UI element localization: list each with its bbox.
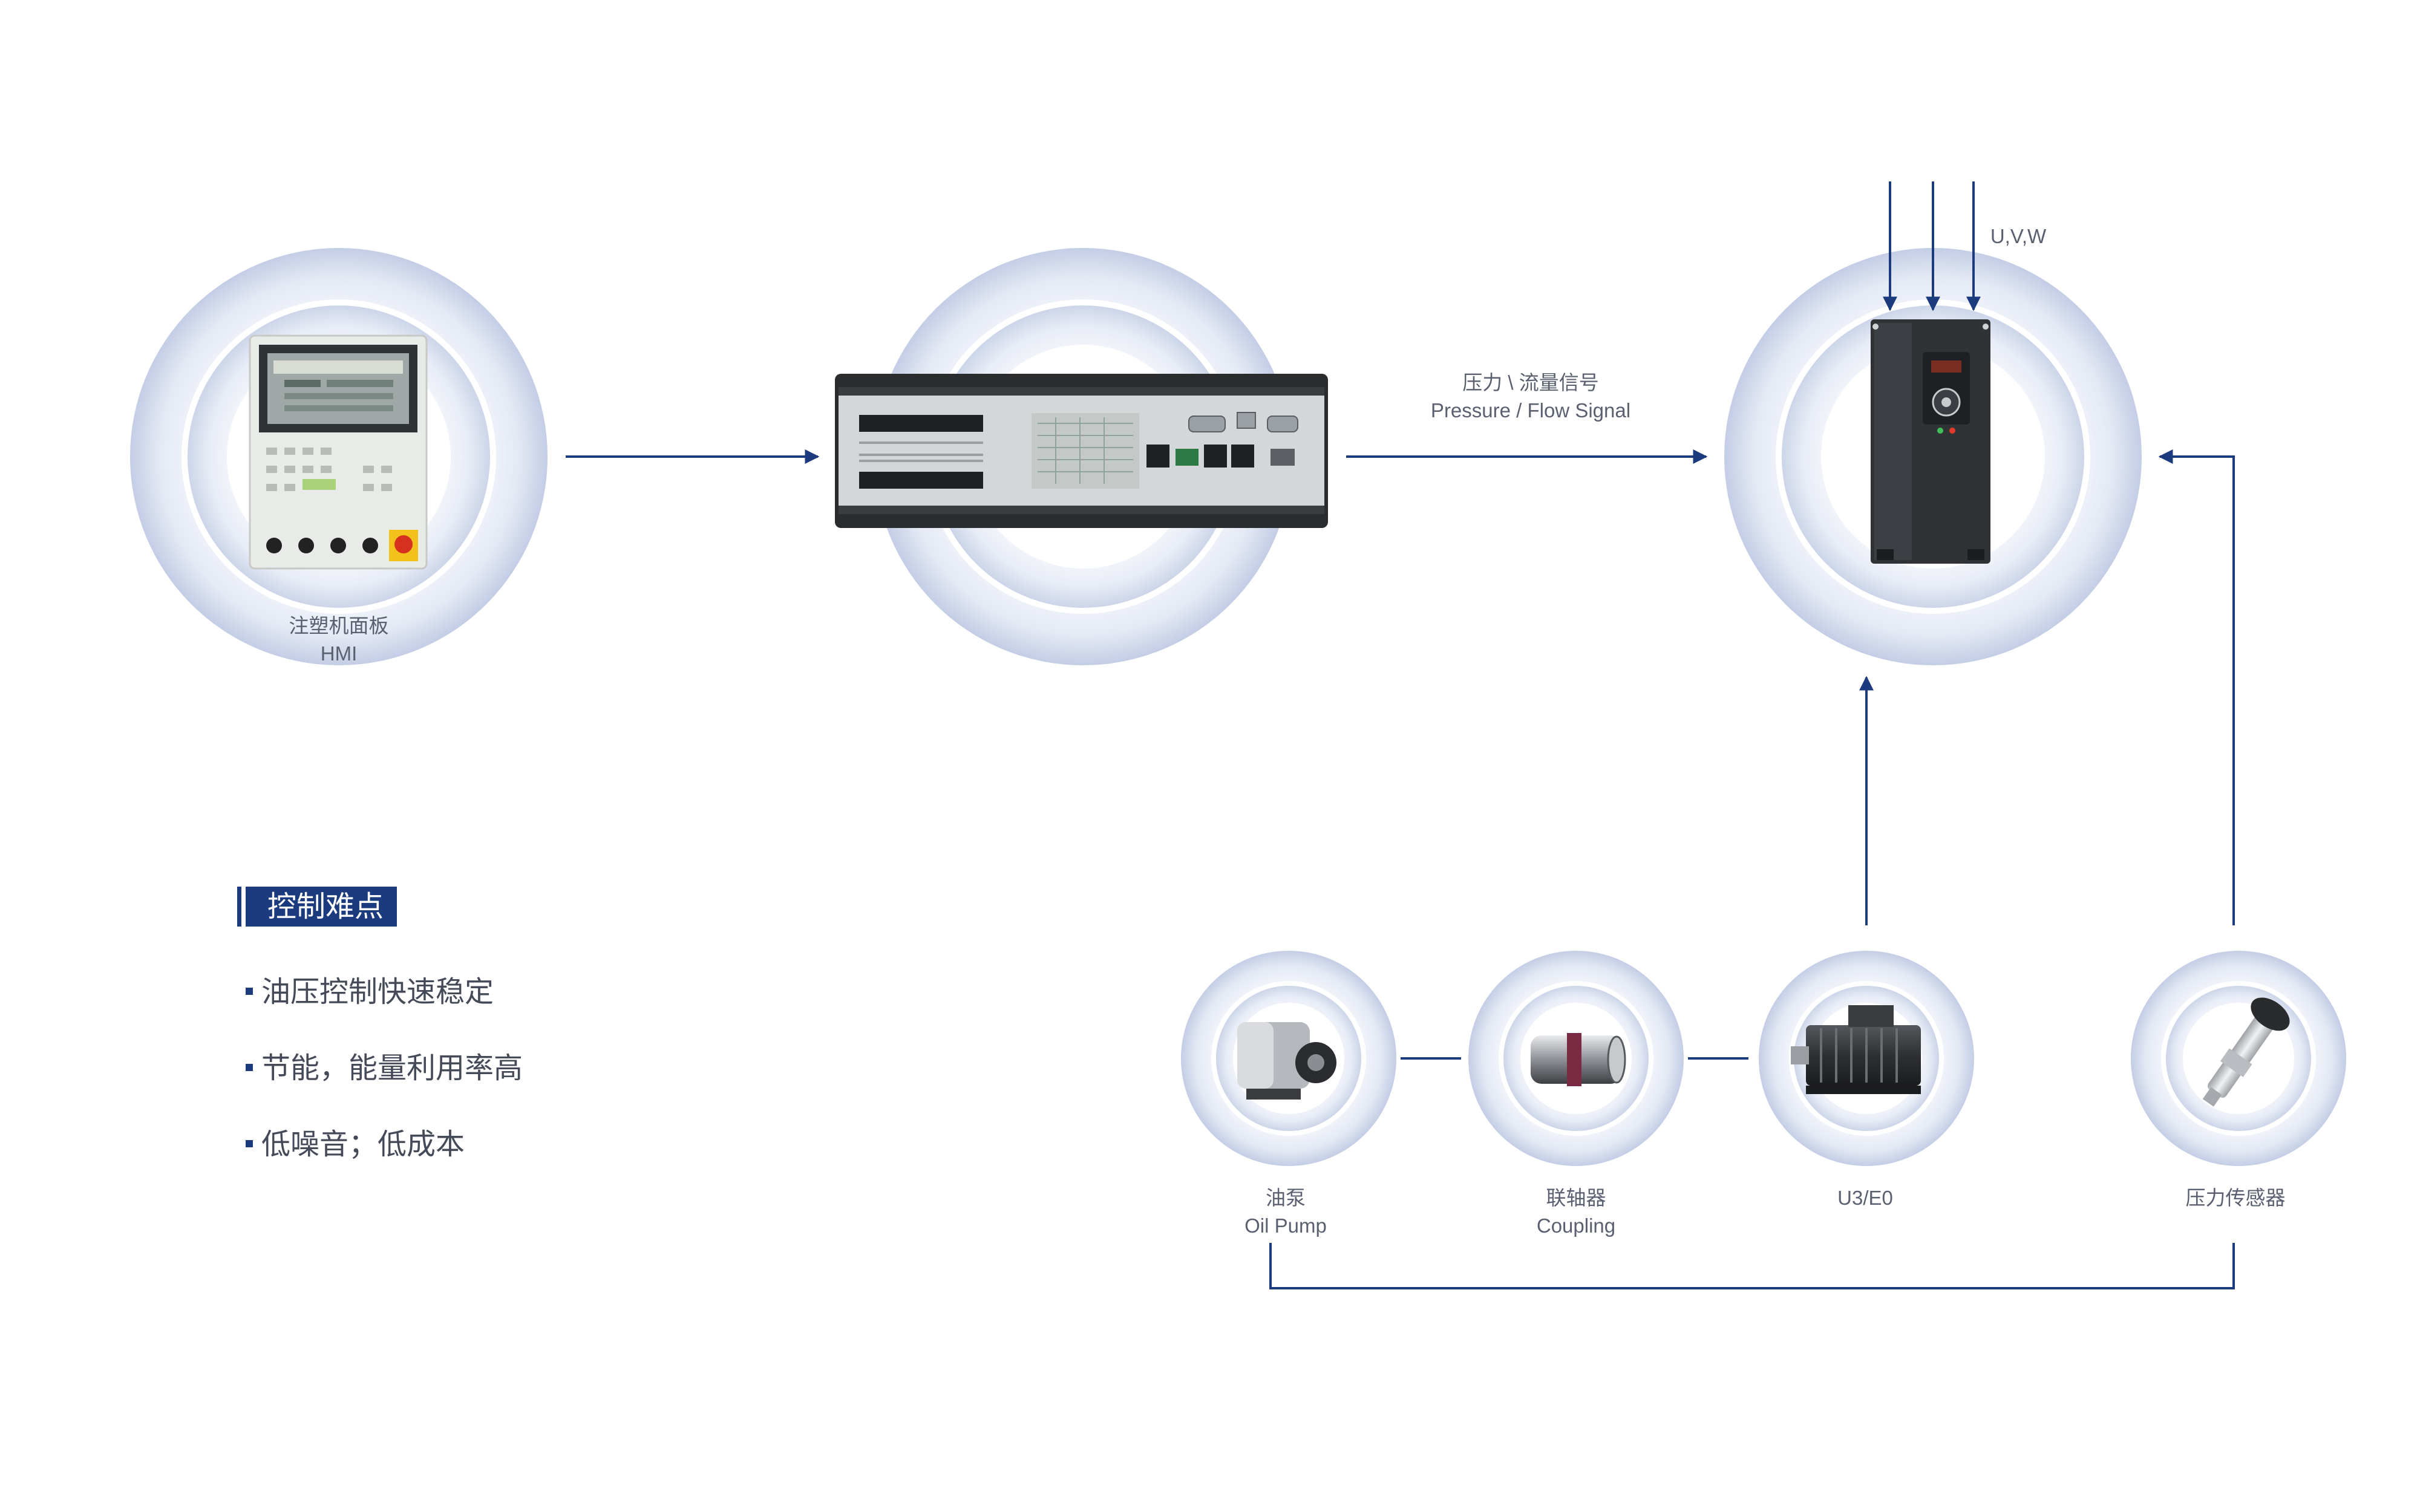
coupling-label: 联轴器 Coupling [1537, 1184, 1615, 1240]
pressure-sensor-label: 压力传感器 [2186, 1184, 2286, 1212]
bullet-square-icon [246, 1064, 253, 1071]
challenge-item: 节能，能量利用率高 [246, 1050, 523, 1086]
challenge-item-text: 低噪音；低成本 [261, 1127, 465, 1161]
controller-unit [835, 374, 1328, 528]
bullet-square-icon [246, 1140, 253, 1147]
challenge-item: 油压控制快速稳定 [246, 974, 494, 1010]
challenge-item-text: 节能，能量利用率高 [261, 1051, 523, 1085]
pressure-sensor-image [2202, 997, 2290, 1107]
arrow-sensor-to-inverter [2158, 449, 2235, 925]
challenges-title: 控制难点 [237, 887, 397, 927]
oil-pump-label-en: Oil Pump [1244, 1214, 1327, 1237]
motor-image [1791, 1005, 1921, 1094]
inverter-unit [1871, 319, 1990, 564]
challenge-item: 低噪音；低成本 [246, 1126, 465, 1162]
motor-label: U3/E0 [1837, 1184, 1893, 1212]
bullet-square-icon [246, 988, 253, 995]
coupling-label-en: Coupling [1536, 1214, 1616, 1237]
signal-label-cn: 压力 \ 流量信号 [1462, 371, 1599, 394]
signal-label: 压力 \ 流量信号 Pressure / Flow Signal [1431, 369, 1630, 425]
motor-label-cn: U3/E0 [1837, 1187, 1893, 1209]
hmi-label: 注塑机面板 HMI [289, 612, 389, 668]
hmi-panel [249, 334, 428, 570]
challenge-item-text: 油压控制快速稳定 [261, 975, 494, 1009]
coupling-image [1531, 1033, 1626, 1086]
power-label: U,V,W [1990, 225, 2047, 247]
signal-label-en: Pressure / Flow Signal [1430, 399, 1631, 422]
hmi-label-cn: 注塑机面板 [289, 614, 389, 637]
coupling-label-cn: 联轴器 [1546, 1187, 1606, 1209]
pressure-sensor-label-cn: 压力传感器 [2185, 1187, 2286, 1209]
connectors [566, 181, 2235, 1289]
link-pump-sensor-bottom [1269, 1243, 2235, 1289]
oil-pump-label-cn: 油泵 [1266, 1187, 1306, 1209]
oil-pump-label: 油泵 Oil Pump [1244, 1184, 1327, 1240]
oil-pump-image [1237, 1022, 1336, 1100]
hmi-label-en: HMI [320, 642, 358, 665]
